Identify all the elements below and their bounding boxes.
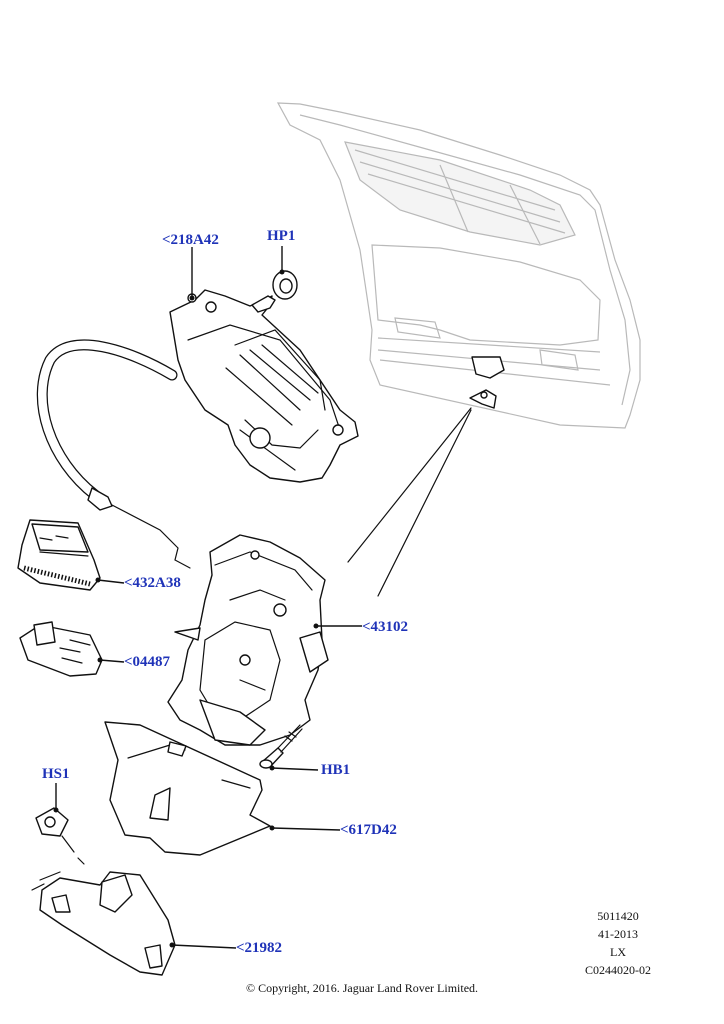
callout-21982[interactable]: <21982: [236, 940, 283, 956]
callout-617d42[interactable]: <617D42: [340, 822, 397, 838]
screw-hb1: [259, 724, 303, 769]
callout-hp1[interactable]: HP1: [267, 228, 296, 244]
tailgate-latch-bracket: [469, 356, 505, 409]
callout-hs1[interactable]: HS1: [42, 766, 70, 782]
actuator-assembly: [169, 289, 359, 483]
callout-218a42[interactable]: <218A42: [162, 232, 219, 248]
clip-hs1: [35, 807, 85, 865]
copyright-notice: © Copyright, 2016. Jaguar Land Rover Lim…: [245, 981, 479, 995]
reference-illustration-id: C0244020-02: [585, 963, 651, 977]
switch-04487: [19, 621, 103, 677]
switch-432a38: [17, 519, 101, 591]
callout-04487[interactable]: <04487: [124, 654, 171, 670]
callout-hb1[interactable]: HB1: [321, 762, 351, 778]
reference-number: 5011420: [597, 909, 639, 923]
release-cable: [36, 339, 191, 569]
callout-43102[interactable]: <43102: [362, 619, 409, 635]
reference-model-code: LX: [610, 945, 626, 959]
leader-lines: [53, 246, 362, 949]
latch-assembly: [167, 534, 329, 746]
tailgate-illustration: [276, 102, 641, 429]
callout-432a38[interactable]: <432A38: [124, 575, 181, 591]
reference-date-code: 41-2013: [598, 927, 638, 941]
trim-617d42: [104, 721, 271, 856]
bracket-21982: [31, 871, 176, 976]
grommet-hp1: [272, 270, 298, 300]
